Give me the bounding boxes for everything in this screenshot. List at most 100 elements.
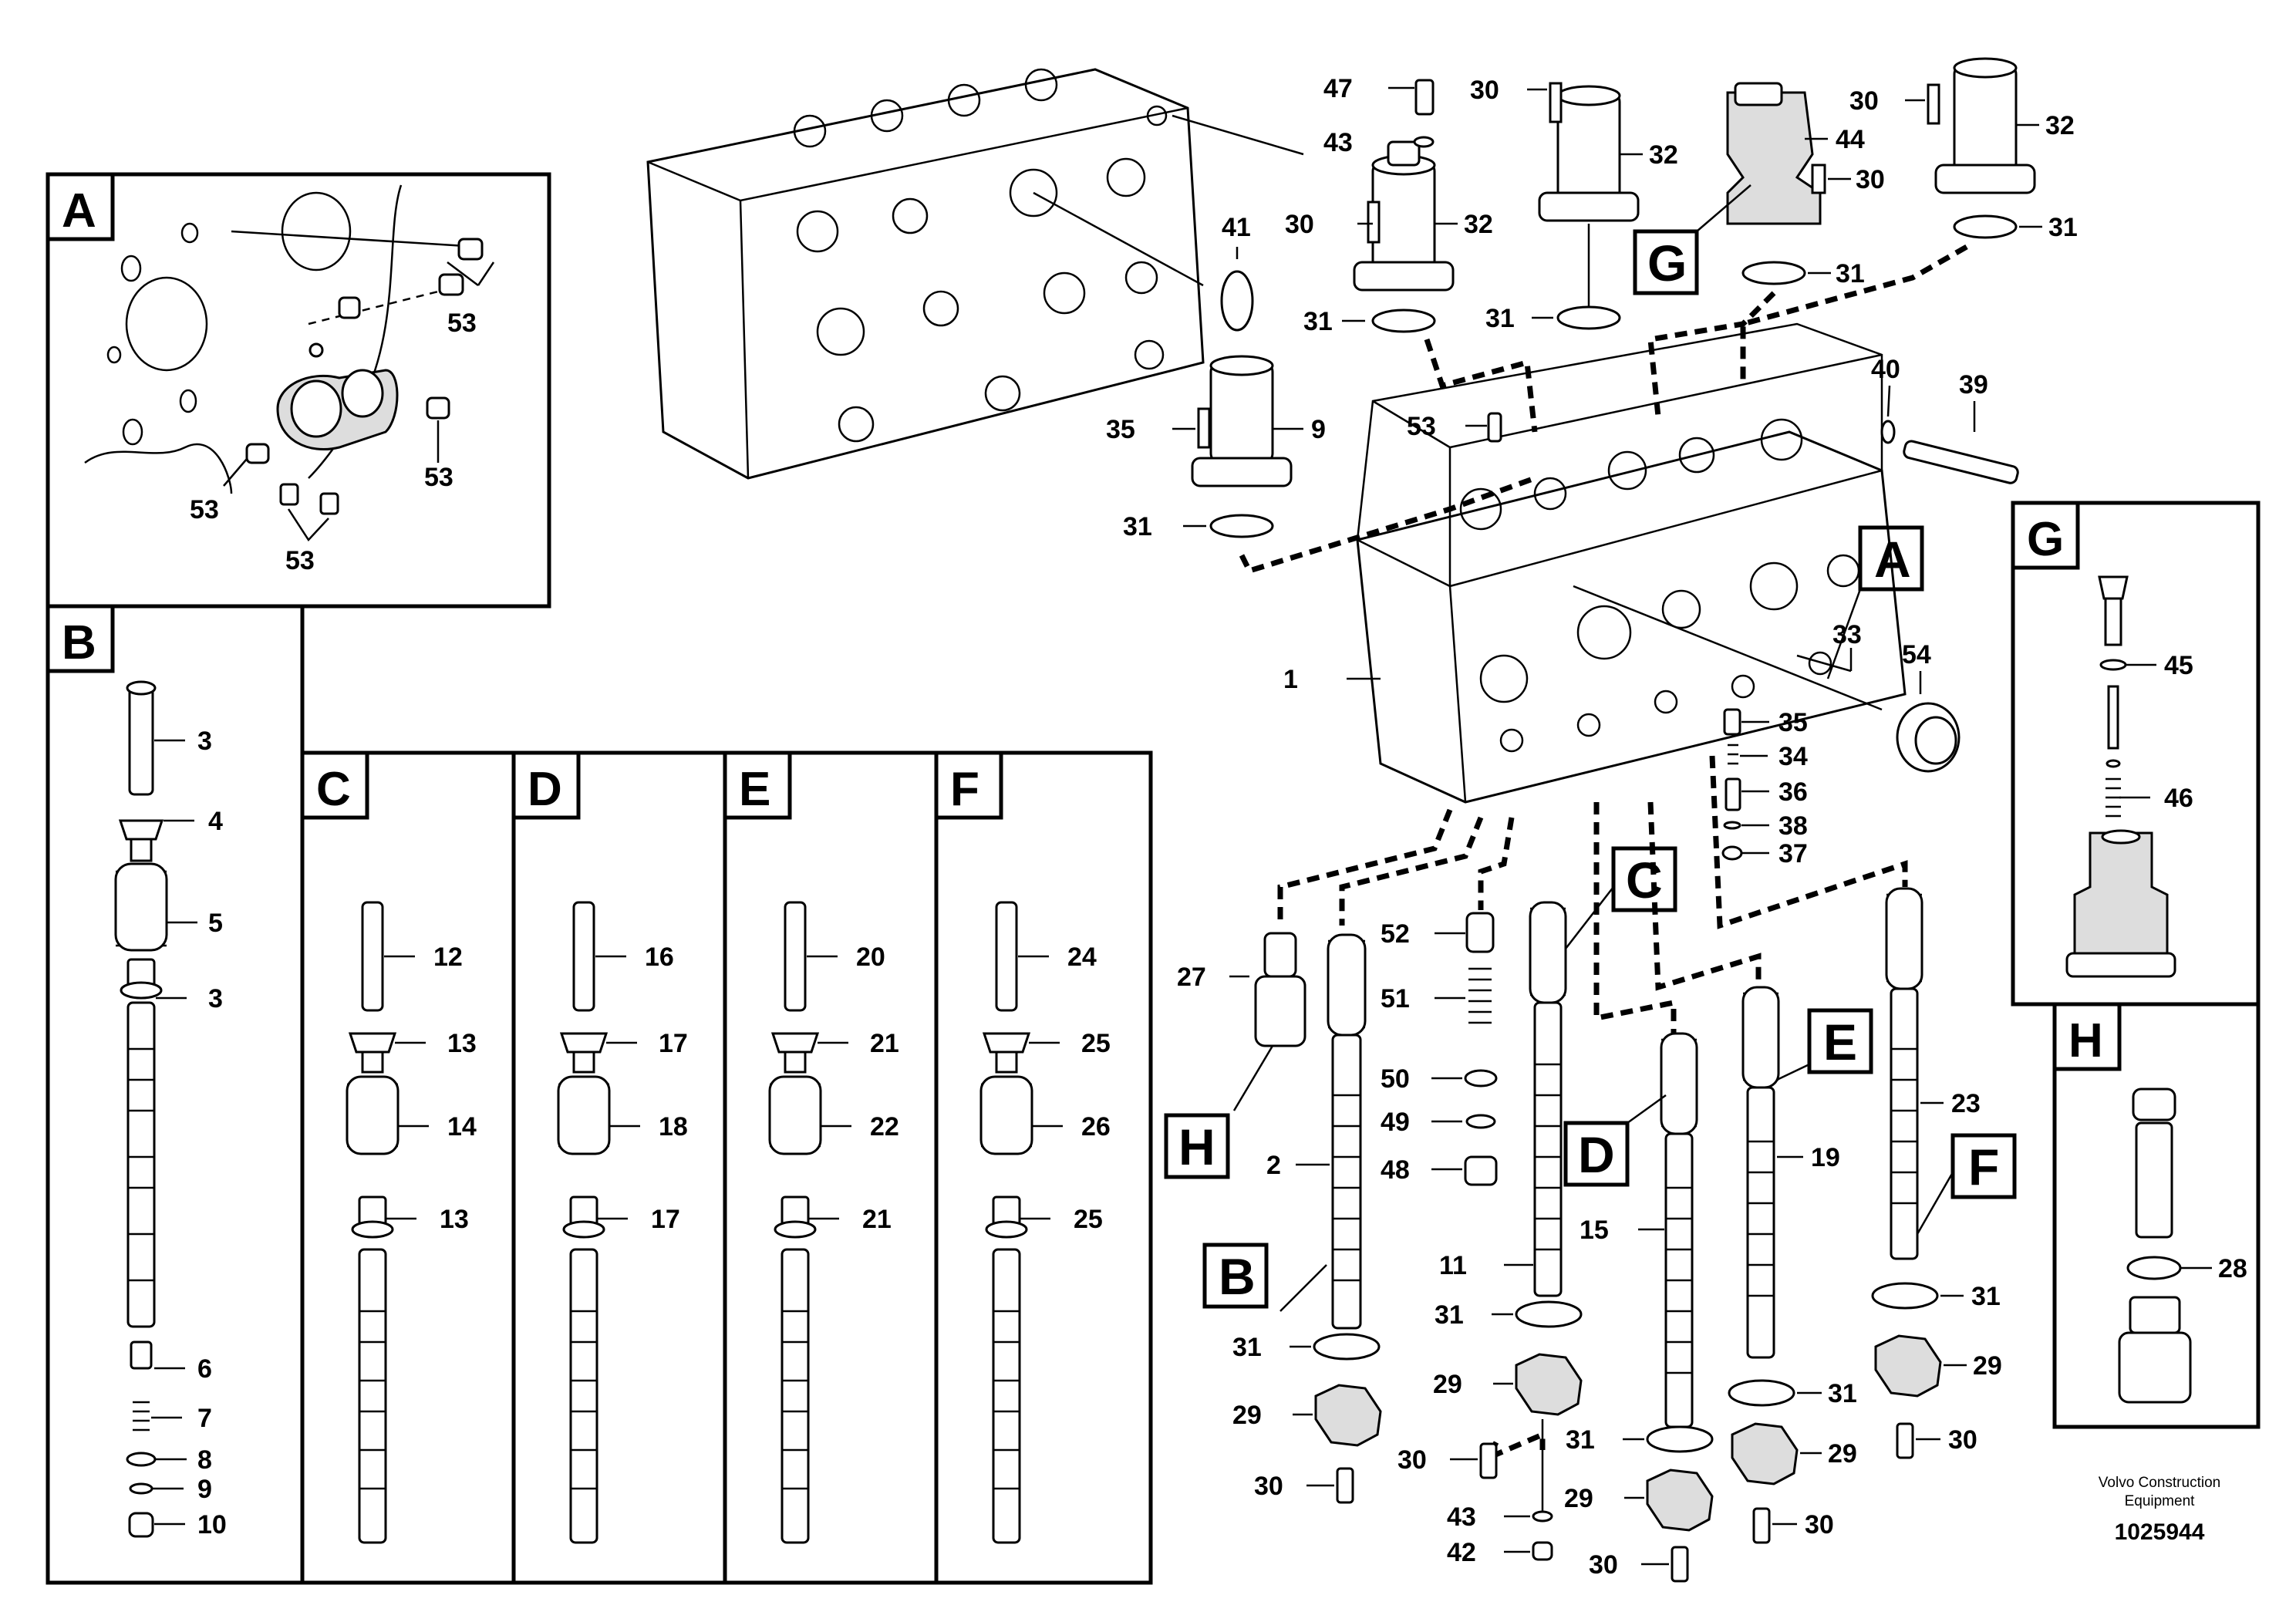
svg-text:G: G [1647, 234, 1687, 292]
box-letter-a: A [62, 184, 96, 238]
label-n15: 15 [1580, 1216, 1609, 1245]
label-n30d: 30 [1849, 86, 1879, 116]
label-n49: 49 [1381, 1108, 1410, 1137]
label-d17b: 17 [651, 1205, 680, 1234]
dash-line [1478, 817, 1515, 910]
callout-a: A [1826, 525, 1924, 679]
dash-line [1593, 802, 1677, 1034]
label-n30c: 30 [1856, 165, 1885, 194]
svg-text:H: H [1178, 1118, 1215, 1175]
label-d18: 18 [659, 1112, 688, 1141]
drawing-number: 1025944 [2115, 1519, 2205, 1545]
frame-cdef: C D E F [300, 750, 1153, 1585]
label-b9: 9 [197, 1475, 212, 1504]
valve-block-top-icon [646, 68, 1304, 480]
label-f25a: 25 [1081, 1029, 1111, 1058]
label-n32c: 32 [2045, 111, 2075, 140]
spool-15: 15 31 29 30 [1564, 1032, 1714, 1583]
dash-line [1424, 338, 1538, 433]
label-n31a: 31 [1303, 307, 1333, 336]
label-g45: 45 [2164, 651, 2193, 680]
detail-f-spool: 24 25 26 25 [979, 901, 1111, 1544]
label-e21b: 21 [862, 1205, 892, 1234]
dash-line [1740, 244, 1968, 386]
label-n32b: 32 [1649, 140, 1678, 170]
box-letter-e: E [739, 763, 770, 816]
dash-line [1647, 291, 1776, 417]
o-ring-41: 41 [1220, 213, 1254, 332]
label-n41: 41 [1222, 213, 1251, 242]
label-b4: 4 [208, 807, 223, 836]
detail-b-spool: 3 4 5 3 6 7 8 9 10 [114, 680, 227, 1539]
company-line-1: Volvo Construction [2099, 1475, 2220, 1491]
label-n30e: 30 [1254, 1472, 1283, 1501]
label-n30a: 30 [1285, 210, 1314, 239]
detail-d-spool: 16 17 18 17 [557, 901, 688, 1544]
label-g46: 46 [2164, 784, 2193, 813]
detail-g: 45 46 [2065, 575, 2193, 978]
box-letter-h: H [2068, 1014, 2103, 1067]
label-e20: 20 [856, 943, 885, 972]
label-n31g: 31 [1435, 1300, 1464, 1330]
label-n53: 53 [1407, 412, 1436, 441]
detail-e-spool: 20 21 22 21 [768, 901, 899, 1544]
spool-11: 11 31 29 30 43 42 [1397, 901, 1583, 1567]
label-b3a: 3 [197, 727, 212, 756]
label-n31f: 31 [1232, 1333, 1262, 1362]
label-n23: 23 [1951, 1089, 1981, 1118]
label-n30b: 30 [1470, 76, 1499, 105]
svg-text:A: A [1874, 531, 1911, 588]
box-letter-g: G [2027, 513, 2064, 566]
solenoid-44: 44 30 31 [1726, 82, 1885, 288]
label-n35: 35 [1778, 708, 1808, 737]
svg-text:B: B [1219, 1248, 1256, 1305]
small-parts-34-38: 35 34 36 38 37 [1721, 708, 1808, 868]
label-n43top: 43 [1323, 128, 1353, 157]
label-n30f: 30 [1397, 1445, 1427, 1475]
callout-d: D [1563, 1094, 1667, 1187]
label-n32a: 32 [1464, 210, 1493, 239]
label-f24: 24 [1067, 943, 1097, 972]
svg-text:E: E [1823, 1013, 1857, 1071]
label-e21a: 21 [870, 1029, 899, 1058]
label-n31e: 31 [1123, 512, 1152, 541]
footer: Volvo Construction Equipment 1025944 [2099, 1475, 2220, 1545]
solenoid-32c: 32 30 31 [1849, 57, 2078, 242]
spool-19: 19 31 29 30 [1728, 986, 1857, 1544]
label-n50: 50 [1381, 1064, 1410, 1094]
label-n42: 42 [1447, 1538, 1476, 1567]
label-d17a: 17 [659, 1029, 688, 1058]
detail-h: 28 [2118, 1088, 2247, 1404]
bolt-39: 40 39 [1871, 355, 2019, 484]
label-n9: 9 [1311, 415, 1326, 444]
label-b3b: 3 [208, 984, 223, 1013]
box-letter-c: C [316, 763, 351, 816]
label-e22: 22 [870, 1112, 899, 1141]
label-n29b: 29 [1433, 1370, 1462, 1399]
label-f25b: 25 [1074, 1205, 1103, 1234]
box-letter-f: F [950, 763, 979, 816]
callout-c: C [1565, 846, 1677, 949]
label-n29c: 29 [1564, 1484, 1593, 1513]
detail-a-plate: 53 53 53 53 [84, 184, 495, 575]
detail-c-spool: 12 13 14 13 [346, 901, 477, 1544]
dash-line [1277, 808, 1453, 926]
label-b8: 8 [197, 1445, 212, 1475]
box-letter-d: D [528, 763, 562, 816]
label-c12: 12 [433, 943, 463, 972]
label-a53b: 53 [424, 463, 453, 492]
label-n44: 44 [1836, 125, 1865, 154]
label-n52: 52 [1381, 919, 1410, 949]
label-n1: 1 [1283, 665, 1298, 694]
frame-a: A [46, 172, 551, 609]
label-n29e: 29 [1973, 1351, 2002, 1381]
label-n51: 51 [1381, 984, 1410, 1013]
label-n31h: 31 [1566, 1425, 1595, 1455]
label-b6: 6 [197, 1354, 212, 1384]
label-b5: 5 [208, 909, 223, 938]
label-f26: 26 [1081, 1112, 1111, 1141]
callout-e: E [1776, 1008, 1873, 1081]
dash-line [1239, 475, 1536, 575]
label-n54: 54 [1902, 640, 1931, 669]
